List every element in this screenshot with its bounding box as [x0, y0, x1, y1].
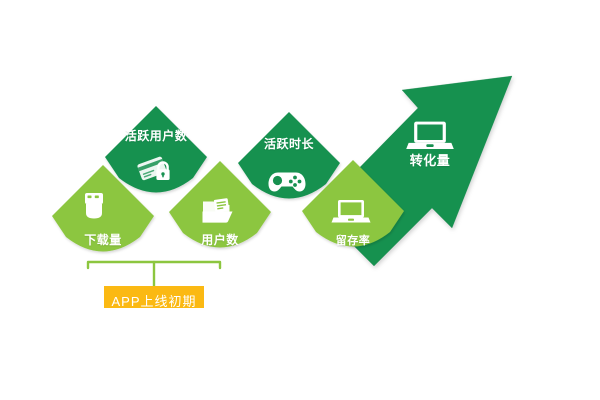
laptop-icon [406, 121, 454, 150]
stage-active-users-shape[interactable] [105, 106, 207, 193]
folder-document-icon [202, 198, 233, 223]
gamepad-icon [268, 172, 306, 192]
app-launch-tag-label: APP上线初期 [111, 294, 197, 309]
credit-card-lock-icon [137, 156, 170, 181]
stage-active-duration-shape[interactable] [238, 112, 340, 199]
stage-downloads-shape[interactable] [52, 165, 154, 252]
app-launch-bracket [86, 260, 222, 288]
app-launch-tag-box[interactable] [104, 286, 204, 308]
usb-drive-icon [85, 193, 103, 219]
laptop-icon [331, 200, 371, 223]
